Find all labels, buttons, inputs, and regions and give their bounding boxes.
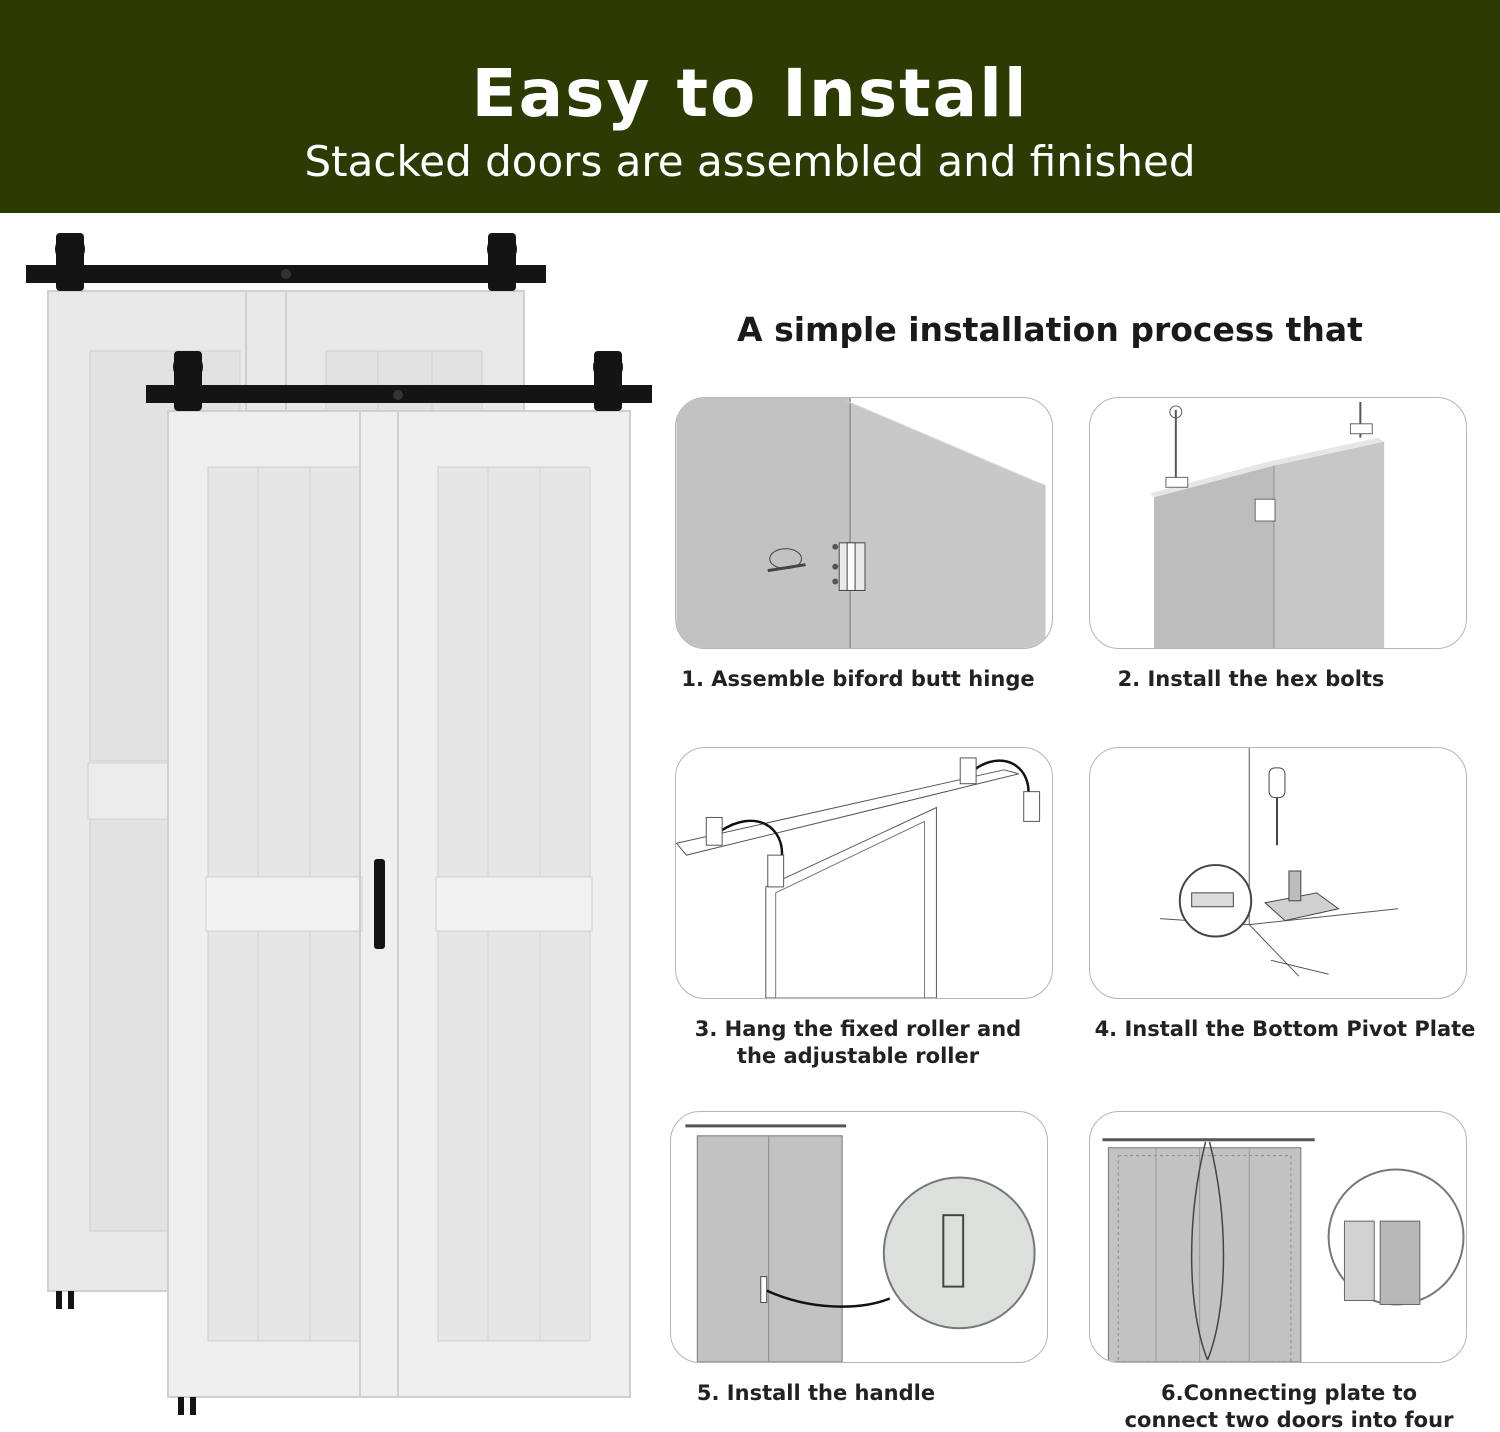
product-image-stacked-doors [0, 213, 660, 1432]
step-6-image [1089, 1111, 1467, 1363]
hex-bolts-illustration [1150, 401, 1385, 648]
page-title: Easy to Install [471, 55, 1029, 132]
step-1-image [675, 397, 1053, 649]
step-2-caption: 2. Install the hex bolts [1117, 667, 1385, 691]
pivot-plate-illustration [1159, 748, 1399, 977]
step-3-caption: 3. Hang the fixed roller and the adjusta… [675, 1016, 1041, 1070]
stacked-doors-illustration [26, 233, 652, 1415]
step-6-caption-line2: connect two doors into four [1124, 1408, 1454, 1432]
step-5-image [670, 1111, 1048, 1363]
step-5-caption: 5. Install the handle [696, 1381, 936, 1405]
front-door-set [167, 410, 631, 1398]
step-3-caption-line2: the adjustable roller [736, 1044, 980, 1068]
rollers-illustration [676, 757, 1041, 998]
step-4-caption: 4. Install the Bottom Pivot Plate [1094, 1017, 1476, 1041]
process-heading: A simple installation process that [737, 310, 1363, 349]
step-2-image [1089, 397, 1467, 649]
step-6-caption: 6.Connecting plate to connect two doors … [1089, 1380, 1489, 1432]
page-subtitle: Stacked doors are assembled and finished [304, 137, 1196, 186]
door-handle [374, 859, 385, 949]
back-track-rail [26, 233, 546, 1309]
step-3-image [675, 747, 1053, 999]
step-6-caption-line1: 6.Connecting plate to [1160, 1381, 1417, 1405]
handle-illustration [685, 1124, 1036, 1362]
front-track-rail [146, 351, 652, 1415]
step-4-image [1089, 747, 1467, 999]
header-banner: Easy to Install Stacked doors are assemb… [0, 0, 1500, 213]
step-1-caption: 1. Assemble biford butt hinge [681, 667, 1035, 691]
hinge-illustration [676, 398, 1046, 648]
connecting-plate-illustration [1102, 1138, 1465, 1362]
step-3-caption-line1: 3. Hang the fixed roller and [694, 1017, 1022, 1041]
